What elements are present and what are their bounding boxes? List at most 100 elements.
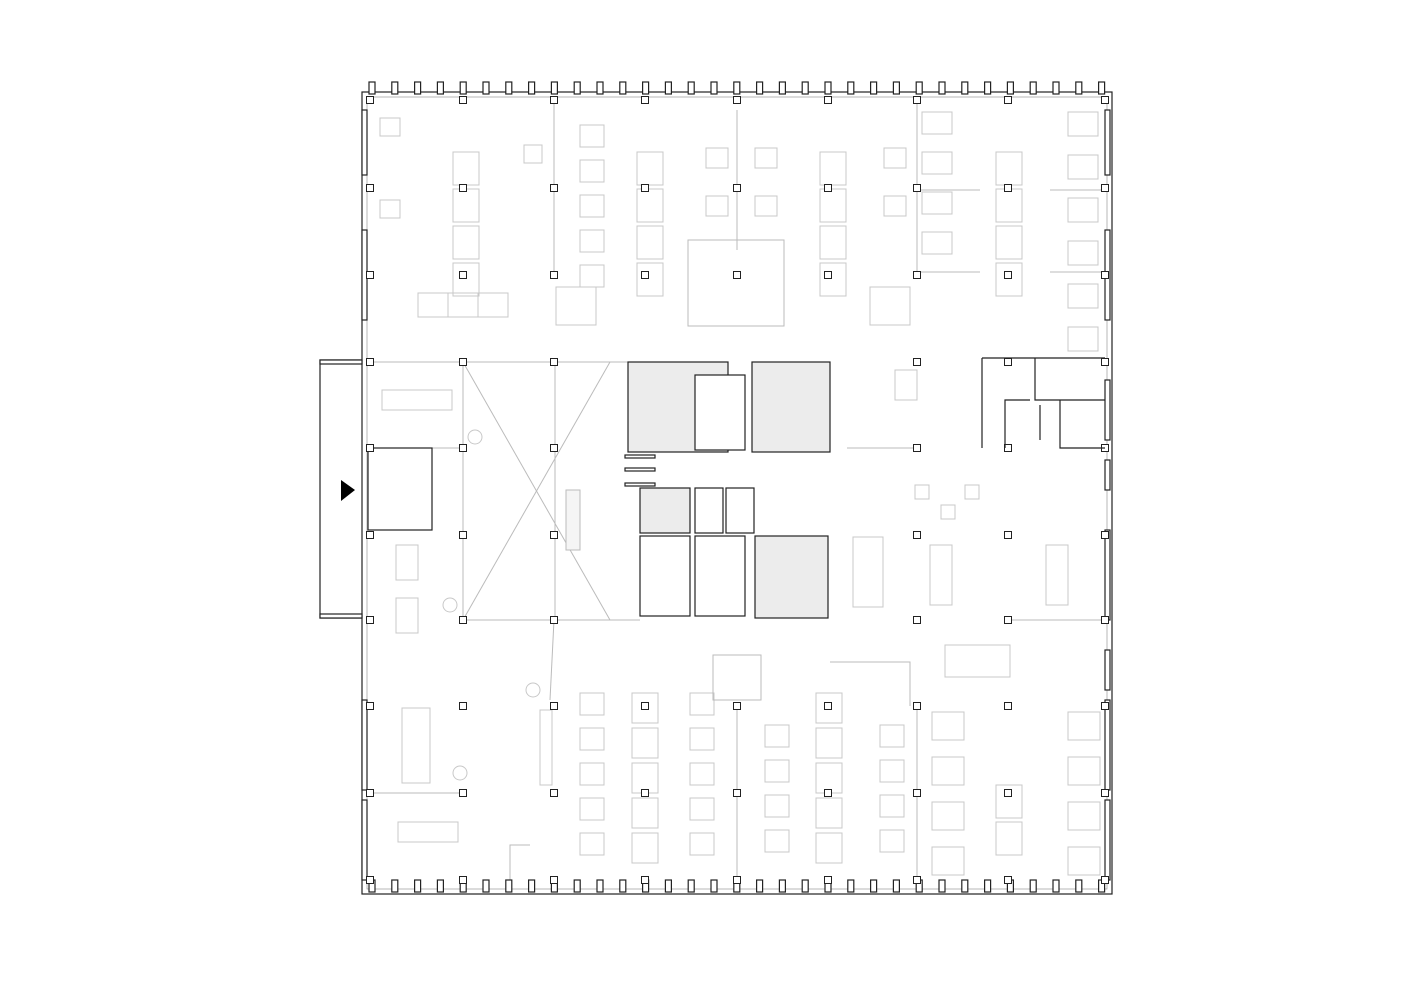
wall-stub [624,467,656,472]
facade-panel [1104,799,1111,881]
facade-panel [361,699,368,791]
desk [1067,846,1101,876]
facade-fin [368,81,376,95]
desk [579,727,605,751]
desk [931,711,965,741]
facade-fin [619,81,627,95]
plant [442,597,458,613]
facade-fin [641,81,650,95]
desk [379,199,401,219]
column [459,184,467,192]
shaft-room [639,535,691,617]
desk [815,692,843,724]
column [366,876,374,884]
facade-fin [983,81,992,95]
facade-fin [869,81,878,95]
facade-fin [755,879,764,893]
column [913,702,921,710]
facade-fin [436,81,444,95]
facade-fin [847,879,855,893]
column [733,271,741,279]
desk [764,829,790,853]
desk [931,846,965,876]
desk [964,484,980,500]
desk [819,262,847,297]
column [913,616,921,624]
entrance-arrow-icon [341,480,355,501]
wall-stub [624,454,656,459]
facade-fin [938,879,946,893]
column [1101,271,1109,279]
column [641,876,649,884]
plant [452,765,468,781]
desk [852,536,884,608]
restroom-block [639,487,691,534]
column [459,789,467,797]
desk [579,124,605,148]
desk [395,597,419,634]
desk [636,262,664,297]
desk [689,727,715,751]
desk [815,832,843,864]
desk [381,389,453,411]
desk [417,292,449,318]
desk [995,784,1023,819]
facade-fin [755,81,764,95]
facade-fin [1075,81,1083,95]
desk [940,504,956,520]
desk [819,151,847,186]
desk [995,262,1023,297]
column [913,96,921,104]
desk [921,191,953,215]
desk [931,801,965,831]
column [366,616,374,624]
canopy-edge [319,359,363,365]
partition-wall [549,619,555,701]
facade-fin [527,81,536,95]
service-rooms [981,357,1105,449]
desk [452,225,480,260]
column [913,444,921,452]
desk [579,264,605,288]
desk [1067,283,1099,309]
desk [579,194,605,218]
column [913,271,921,279]
stair [565,489,581,551]
facade-fin [687,879,695,893]
facade-fin [801,81,809,95]
facade-fin [1052,81,1060,95]
column [550,444,558,452]
facade-fin [778,81,787,95]
column [550,96,558,104]
desk [869,286,911,326]
desk [379,117,401,137]
desk [447,292,479,318]
column [1004,271,1012,279]
desk [815,797,843,829]
column [550,358,558,366]
column [550,702,558,710]
wall-stub [624,482,656,487]
desk [995,151,1023,186]
desk [879,829,905,853]
facade-panel [361,799,368,881]
facade-fin [414,81,422,95]
desk [1045,544,1069,606]
column [459,702,467,710]
desk [815,727,843,759]
desk [914,484,930,500]
facade-fin [710,81,718,95]
column [1004,358,1012,366]
column [1101,184,1109,192]
column [1101,616,1109,624]
desk [1067,154,1099,180]
facade-fin [573,879,581,893]
facade-fin [664,81,673,95]
facade-fin [391,879,399,893]
column [366,789,374,797]
column [733,789,741,797]
column [824,184,832,192]
restroom-block [751,361,831,453]
facade-fin [847,81,855,95]
plant [467,429,483,445]
